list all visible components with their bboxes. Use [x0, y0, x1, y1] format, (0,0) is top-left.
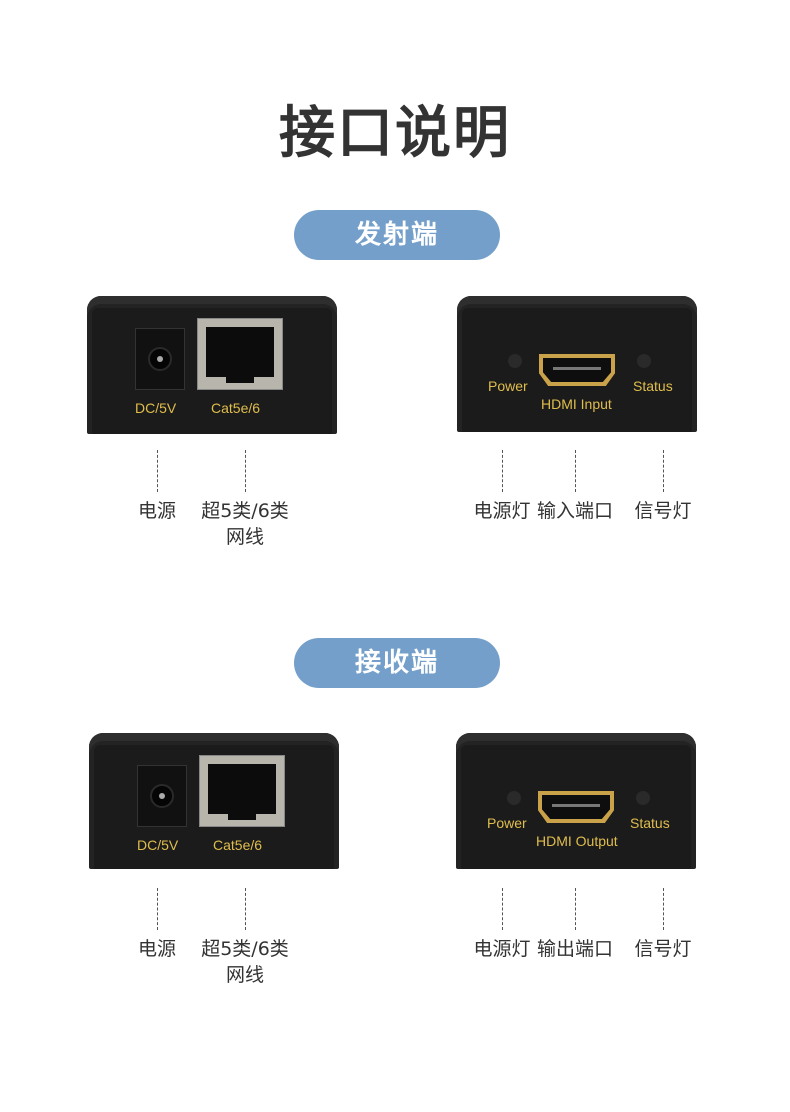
callout-status-led: 信号灯	[634, 938, 692, 960]
pointer-line	[245, 888, 246, 930]
receiver-section: 接收端 DC/5V Cat5e/6 Power HDMI Output Stat…	[0, 638, 790, 1078]
pointer-line	[502, 888, 503, 930]
section-heading: 发射端	[294, 210, 500, 260]
callout-cable-2: 网线	[225, 526, 264, 548]
callout-cable: 超5类/6类	[201, 500, 289, 522]
cat-label: Cat5e/6	[211, 400, 261, 416]
hdmi-port	[539, 354, 615, 386]
callout-power: 电源	[137, 500, 176, 522]
dc-power-jack	[135, 328, 185, 390]
pointer-line	[575, 450, 576, 492]
status-led-icon	[636, 791, 650, 805]
cat-label: Cat5e/6	[213, 837, 263, 853]
status-label: Status	[630, 815, 670, 831]
dc-label: DC/5V	[137, 837, 179, 853]
callout-power: 电源	[137, 938, 176, 960]
dc-label: DC/5V	[135, 400, 177, 416]
pointer-line	[575, 888, 576, 930]
page-title: 接口说明	[279, 101, 511, 166]
rj45-port	[197, 318, 283, 390]
pointer-line	[502, 450, 503, 492]
pointer-line	[663, 450, 664, 492]
pointer-line	[663, 888, 664, 930]
hdmi-label: HDMI Output	[536, 833, 618, 849]
section-heading: 接收端	[294, 638, 500, 688]
pointer-line	[157, 888, 158, 930]
status-led-icon	[637, 354, 651, 368]
dc-power-jack	[137, 765, 187, 827]
callout-status-led: 信号灯	[634, 500, 692, 522]
transmitter-front-panel: Power HDMI Input Status	[457, 296, 697, 432]
callout-cable-2: 网线	[225, 964, 264, 986]
hdmi-label: HDMI Input	[541, 396, 612, 412]
pointer-line	[245, 450, 246, 492]
status-label: Status	[633, 378, 673, 394]
rj45-port	[199, 755, 285, 827]
power-label: Power	[488, 378, 528, 394]
hdmi-port	[538, 791, 614, 823]
pointer-line	[157, 450, 158, 492]
callout-port: 输出端口	[536, 938, 613, 960]
callout-power-led: 电源灯	[473, 938, 531, 960]
callout-power-led: 电源灯	[473, 500, 531, 522]
power-led-icon	[507, 791, 521, 805]
transmitter-rear-panel: DC/5V Cat5e/6	[87, 296, 337, 434]
power-led-icon	[508, 354, 522, 368]
transmitter-section: 发射端 DC/5V Cat5e/6 Power HDMI Input Statu…	[0, 210, 790, 650]
receiver-rear-panel: DC/5V Cat5e/6	[89, 733, 339, 869]
callout-port: 输入端口	[536, 500, 613, 522]
callout-cable: 超5类/6类	[201, 938, 289, 960]
receiver-front-panel: Power HDMI Output Status	[456, 733, 696, 869]
power-label: Power	[487, 815, 527, 831]
